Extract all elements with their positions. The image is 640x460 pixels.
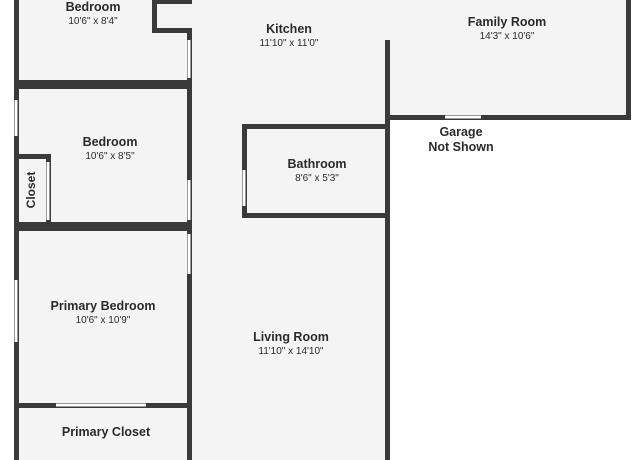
primary-closet-floor: [18, 408, 190, 460]
room-dimensions: 10'6" x 8'5": [85, 151, 135, 162]
kitchen-floor: [190, 0, 388, 460]
room-label-primary-bedroom: Primary Bedroom 10'6" x 10'9": [51, 299, 156, 327]
primary-bedroom-floor: [18, 230, 190, 405]
wall-family-right: [626, 0, 631, 120]
wall-nook-left: [152, 0, 157, 32]
room-label-primary-closet: Primary Closet: [62, 425, 150, 440]
garage-note-line1: Garage: [439, 125, 483, 139]
room-dimensions: 14'3" x 10'6": [479, 31, 535, 42]
room-name: Primary Closet: [61, 425, 151, 439]
room-label-living-room: Living Room 11'10" x 14'10": [253, 330, 329, 358]
room-dimensions: 11'10" x 14'10": [258, 346, 324, 357]
room-dimensions: 8'6" x 5'3": [295, 173, 339, 184]
room-label-kitchen: Kitchen 11'10" x 11'0": [260, 22, 319, 50]
room-name: Living Room: [253, 330, 329, 344]
window-primary-closet: [56, 403, 146, 407]
room-name: Bedroom: [82, 135, 138, 149]
room-name: Family Room: [467, 15, 547, 29]
room-label-closet: Closet: [24, 171, 38, 209]
room-label-bedroom-top: Bedroom 10'6" x 8'4": [66, 0, 121, 28]
window-primary-bedroom-door: [187, 234, 191, 274]
room-dimensions: 10'6" x 8'4": [68, 16, 118, 27]
room-label-bedroom-mid: Bedroom 10'6" x 8'5": [83, 135, 138, 163]
wall-primary-bedroom-top: [14, 226, 192, 231]
wall-nook-top: [152, 0, 192, 4]
window-bedroom-mid-left: [14, 100, 18, 136]
room-name: Bathroom: [287, 157, 347, 171]
wall-bathroom-top: [242, 124, 390, 129]
window-closet: [46, 162, 50, 220]
wall-bedroom-mid-bottom: [14, 222, 192, 227]
wall-bedroom-top-bottom: [14, 80, 192, 85]
window-bedroom-top-door: [187, 40, 191, 78]
window-family-bottom: [445, 115, 481, 119]
hall-nook-floor: [158, 0, 190, 30]
room-label-family-room: Family Room 14'3" x 10'6": [468, 15, 547, 43]
wall-bedroom-mid-top: [14, 84, 192, 89]
family-room-floor: [388, 0, 628, 116]
room-name: Kitchen: [266, 22, 312, 36]
wall-family-bottom: [385, 115, 628, 120]
wall-closet-top: [14, 154, 50, 159]
window-primary-bedroom-left: [14, 280, 18, 342]
room-dimensions: 10'6" x 10'9": [75, 315, 131, 326]
room-name: Bedroom: [65, 0, 121, 14]
window-bathroom-left: [242, 170, 246, 206]
bathroom-floor: [246, 128, 386, 214]
wall-bathroom-bottom: [242, 213, 390, 218]
room-label-bathroom: Bathroom 8'6" x 5'3": [287, 157, 346, 185]
room-name: Primary Bedroom: [50, 299, 156, 313]
wall-nook-bottom: [152, 28, 192, 33]
room-dimensions: 11'10" x 11'0": [259, 38, 319, 49]
closet-floor: [18, 158, 48, 222]
window-bedroom-mid-door: [187, 180, 191, 220]
garage-note-line2: Not Shown: [428, 140, 494, 154]
wall-outer-left: [14, 0, 19, 80]
garage-note: Garage Not Shown: [428, 125, 493, 155]
wall-center-right: [385, 40, 390, 460]
wall-outer-left: [14, 84, 19, 460]
